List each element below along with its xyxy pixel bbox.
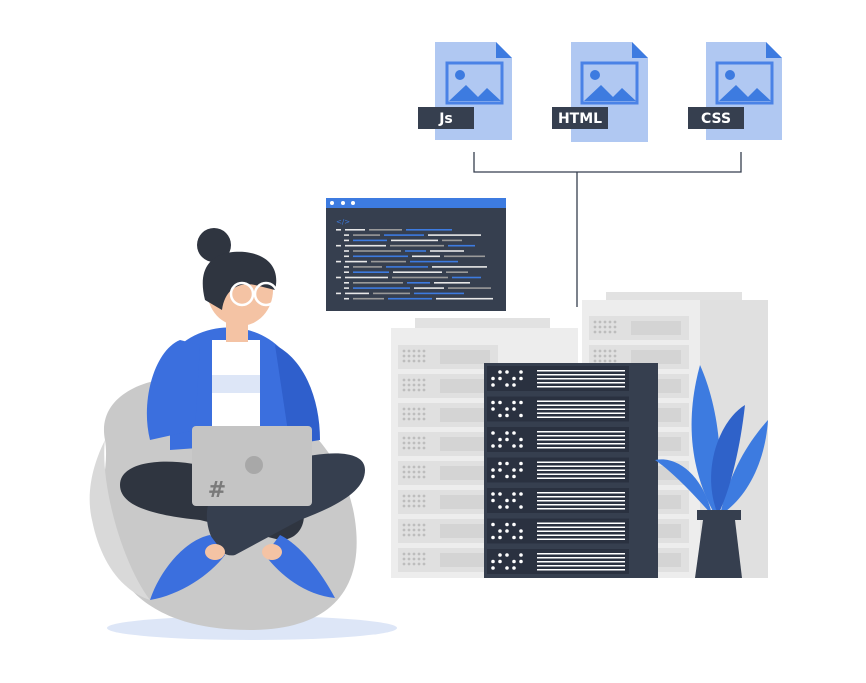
plant [655, 365, 768, 578]
server-rack-front [484, 363, 658, 578]
file-label-css: CSS [701, 111, 731, 127]
file-icon-css: CSS [688, 42, 782, 140]
file-icon-js: Js [418, 42, 512, 140]
file-label-js: Js [438, 111, 453, 127]
file-label-html: HTML [558, 111, 602, 127]
code-tag: </> [336, 218, 350, 226]
laptop-symbol: # [208, 478, 226, 503]
file-icon-html: HTML [552, 42, 648, 142]
person: # [120, 228, 365, 600]
connector-lines [473, 152, 742, 307]
code-window: </> [326, 198, 506, 311]
